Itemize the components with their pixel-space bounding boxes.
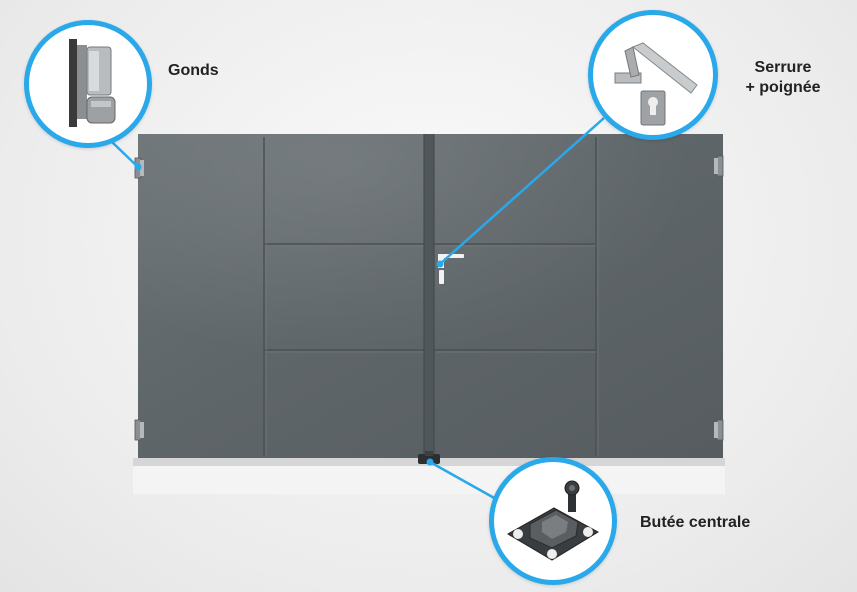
lock-handle-icon	[614, 42, 698, 126]
lock-handle-label: Serrure + poignée	[728, 58, 838, 98]
lock-badge	[588, 10, 718, 140]
callout-dots	[134, 163, 444, 466]
hinges-label: Gonds	[168, 62, 219, 79]
hinge-right-top	[714, 155, 724, 177]
panel-groove-highlights	[265, 137, 599, 456]
lock-label-line1: Serrure	[754, 59, 812, 76]
callout-lines	[111, 117, 605, 501]
lock-label-line2: + poignée	[745, 79, 821, 96]
hinge-left-bottom	[134, 419, 144, 441]
hinge-right-bottom	[714, 419, 724, 441]
center-stop-label: Butée centrale	[640, 514, 751, 531]
stop-badge	[489, 457, 617, 585]
hinge-badge	[24, 20, 152, 148]
central-stile	[424, 134, 434, 458]
center-stop-icon	[507, 480, 600, 561]
hinge-icon	[69, 39, 116, 127]
